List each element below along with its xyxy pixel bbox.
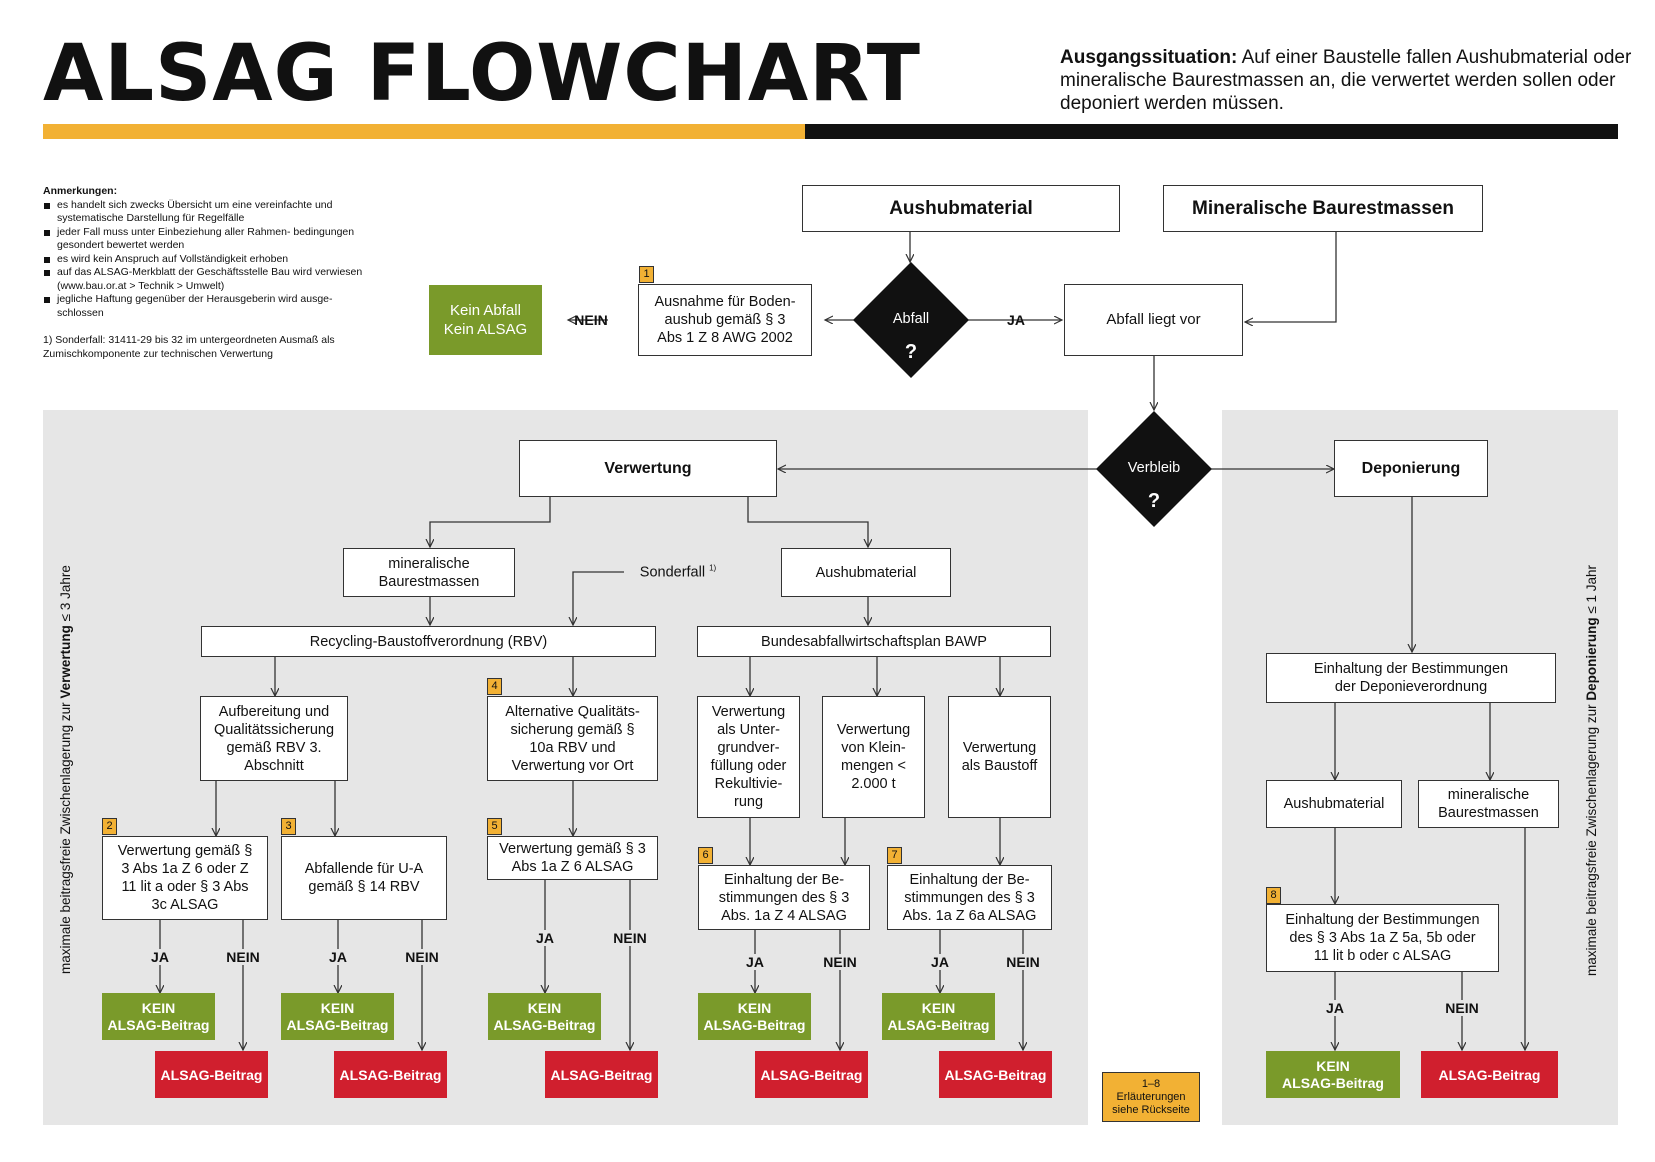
notes-list: es handelt sich zwecks Übersicht um eine… <box>43 199 373 321</box>
outcome-alsag-beitrag: ALSAG-Beitrag <box>155 1051 268 1098</box>
badge-5: 5 <box>487 818 502 835</box>
title-bar-yellow <box>43 124 805 139</box>
note-item: es handelt sich zwecks Übersicht um eine… <box>43 199 373 226</box>
notes: Anmerkungen: es handelt sich zwecks Über… <box>43 185 373 361</box>
box-einhaltung-8: Einhaltung der Bestimmungen des § 3 Abs … <box>1266 904 1499 972</box>
decision-verbleib-question: ? <box>1147 490 1161 512</box>
box-untergrundverfuellung: Verwertung als Unter- grundver- füllung … <box>697 696 800 818</box>
badge-8: 8 <box>1266 887 1281 904</box>
legend-erlaeuterungen: 1–8 Erläuterungen siehe Rückseite <box>1102 1072 1200 1122</box>
decision-abfall-label: Abfall <box>892 311 930 327</box>
badge-1: 1 <box>639 266 654 283</box>
label-nein: NEIN <box>820 954 860 970</box>
box-verwertung-5: Verwertung gemäß § 3 Abs 1a Z 6 ALSAG <box>487 836 658 880</box>
badge-7: 7 <box>887 847 902 864</box>
outcome-alsag-beitrag: ALSAG-Beitrag <box>1421 1051 1558 1098</box>
page-title: ALSAG FLOWCHART <box>43 29 921 119</box>
box-rbv: Recycling-Baustoffverordnung (RBV) <box>201 626 656 657</box>
arrow <box>747 495 868 547</box>
outcome-alsag-beitrag: ALSAG-Beitrag <box>939 1051 1052 1098</box>
badge-3: 3 <box>281 818 296 835</box>
notes-title: Anmerkungen: <box>43 185 118 197</box>
label-nein: NEIN <box>610 930 650 946</box>
box-abfall-liegt-vor: Abfall liegt vor <box>1064 284 1243 356</box>
outcome-alsag-beitrag: ALSAG-Beitrag <box>545 1051 658 1098</box>
badge-2: 2 <box>102 818 117 835</box>
legend-text: siehe Rückseite <box>1112 1103 1190 1116</box>
label-ja: JA <box>1323 1000 1347 1016</box>
box-ausnahme-bodenaushub: Ausnahme für Boden- aushub gemäß § 3 Abs… <box>638 284 812 356</box>
label-sonderfall: Sonderfall 1) <box>635 563 721 581</box>
label-ja: JA <box>533 930 557 946</box>
box-deponierung: Deponierung <box>1334 440 1488 497</box>
note-item: jeder Fall muss unter Einbeziehung aller… <box>43 226 373 253</box>
box-abfallende-3: Abfallende für U-A gemäß § 14 RBV <box>281 836 447 920</box>
note-item: jegliche Haftung gegenüber der Herausgeb… <box>43 293 373 320</box>
label-ja: JA <box>743 954 767 970</box>
label-nein: NEIN <box>1442 1000 1482 1016</box>
box-verwertung-2: Verwertung gemäß § 3 Abs 1a Z 6 oder Z 1… <box>102 836 268 920</box>
badge-6: 6 <box>698 847 713 864</box>
box-aushubmaterial-deponierung: Aushubmaterial <box>1266 780 1402 828</box>
box-bawp: Bundesabfallwirtschaftsplan BAWP <box>697 626 1051 657</box>
decision-verbleib-label: Verbleib <box>1127 460 1181 476</box>
arrow <box>573 571 624 625</box>
box-einhaltung-6: Einhaltung der Be- stimmungen des § 3 Ab… <box>698 865 870 930</box>
box-mineralische-baurestmassen-top: Mineralische Baurestmassen <box>1163 185 1483 232</box>
box-aufbereitung: Aufbereitung und Qualitätssicherung gemä… <box>200 696 348 781</box>
note-item: auf das ALSAG-Merkblatt der Geschäftsste… <box>43 266 373 293</box>
panel-deponierung <box>1222 410 1618 1125</box>
intro-body: Auf einer Baustelle fallen Aushubmateria… <box>1060 47 1632 114</box>
box-aushubmaterial-top: Aushubmaterial <box>802 185 1120 232</box>
intro-text: Ausgangssituation: Auf einer Baustelle f… <box>1060 46 1640 115</box>
badge-4: 4 <box>487 678 502 695</box>
label-ja-abfall: JA <box>1007 312 1025 328</box>
arrow <box>1245 232 1337 322</box>
label-nein-abfall: NEIN <box>574 312 608 328</box>
box-einhaltung-7: Einhaltung der Be- stimmungen des § 3 Ab… <box>887 865 1052 930</box>
label-ja: JA <box>326 949 350 965</box>
legend-text: Erläuterungen <box>1116 1090 1186 1103</box>
box-mineralische-baurestmassen-verwertung: mineralische Baurestmassen <box>343 548 515 597</box>
label-nein: NEIN <box>223 949 263 965</box>
arrow <box>430 495 551 547</box>
box-kleinmengen: Verwertung von Klein- mengen < 2.000 t <box>822 696 925 818</box>
legend-range: 1–8 <box>1141 1077 1161 1090</box>
label-ja: JA <box>148 949 172 965</box>
box-mineralische-baurestmassen-deponierung: mineralische Baurestmassen <box>1418 780 1559 828</box>
box-baustoff: Verwertung als Baustoff <box>948 696 1051 818</box>
outcome-alsag-beitrag: ALSAG-Beitrag <box>334 1051 447 1098</box>
intro-lead: Ausgangssituation: <box>1060 47 1238 68</box>
footnote: 1) Sonderfall: 31411-29 bis 32 im unterg… <box>43 334 335 360</box>
box-verwertung: Verwertung <box>519 440 777 497</box>
box-alternative-qualitaetssicherung: Alternative Qualitäts- sicherung gemäß §… <box>487 696 658 781</box>
note-item: es wird kein Anspruch auf Vollständigkei… <box>43 253 373 267</box>
box-deponieverordnung: Einhaltung der Bestimmungen der Deponiev… <box>1266 653 1556 703</box>
label-nein: NEIN <box>1003 954 1043 970</box>
label-ja: JA <box>928 954 952 970</box>
outcome-alsag-beitrag: ALSAG-Beitrag <box>755 1051 868 1098</box>
decision-abfall-question: ? <box>904 341 918 363</box>
label-nein: NEIN <box>402 949 442 965</box>
title-bar-black <box>805 124 1618 139</box>
box-aushubmaterial-verwertung: Aushubmaterial <box>781 548 951 597</box>
